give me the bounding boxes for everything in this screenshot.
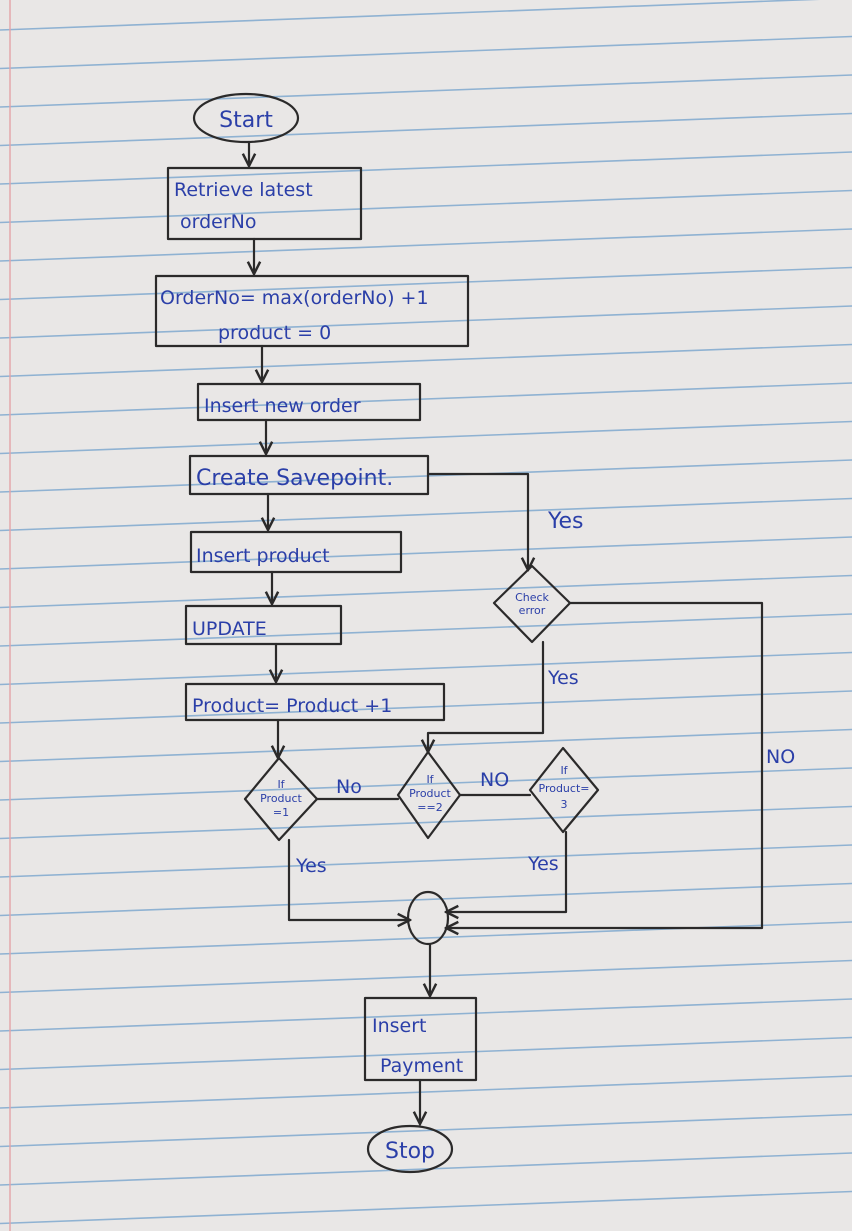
rule-line: [0, 1113, 852, 1148]
rule-line: [0, 305, 852, 339]
rule-line: [0, 805, 852, 840]
assign-label-line1: OrderNo= max(orderNo) +1: [160, 287, 429, 309]
update-process: UPDATE: [184, 604, 343, 646]
rule-line: [0, 1152, 852, 1186]
rule-line: [0, 266, 852, 301]
rule-line: [0, 35, 852, 70]
check-error-decision: Check error: [492, 564, 572, 644]
start-terminator: Start: [192, 92, 300, 144]
insert-payment-label-line1: Insert: [372, 1015, 427, 1037]
yes-label-check-top: Yes: [547, 509, 584, 534]
insert-product-process: Insert product: [189, 530, 403, 574]
rule-line: [0, 189, 852, 224]
rule-line: [0, 998, 852, 1032]
savepoint-label: Create Savepoint.: [196, 466, 393, 491]
check-error-label-line1: Check: [515, 591, 549, 604]
arrow-if1-yes-merge: [287, 838, 410, 920]
retrieve-process: Retrieve latest orderNo: [166, 166, 363, 241]
stop-terminator: Stop: [366, 1124, 454, 1174]
insert-payment-process: Insert Payment: [363, 996, 478, 1082]
arrow-check-no-merge: [446, 601, 764, 928]
if2-label-line1: If: [426, 773, 434, 786]
yes-label-if3: Yes: [527, 853, 559, 875]
increment-label: Product= Product +1: [192, 695, 392, 717]
rule-line: [0, 767, 852, 801]
rule-line: [0, 651, 852, 686]
rule-line: [0, 690, 852, 724]
retrieve-label-line2: orderNo: [180, 211, 257, 233]
insert-order-label: Insert new order: [204, 395, 361, 417]
arrow-check-yes-if2: [428, 640, 545, 752]
rule-line: [0, 497, 852, 532]
merge-connector: [406, 890, 450, 946]
rule-line: [0, 959, 852, 994]
if-product-3-decision: If Product= 3: [528, 746, 600, 834]
if3-label-line1: If: [560, 764, 568, 777]
rule-line: [0, 1190, 852, 1225]
assign-label-line2: product = 0: [218, 322, 331, 344]
yes-label-check-bottom: Yes: [547, 667, 579, 689]
insert-order-process: Insert new order: [196, 382, 422, 422]
if1-label-line1: If: [277, 778, 285, 791]
rule-line: [0, 420, 852, 455]
no-label-if2: NO: [480, 769, 509, 791]
rule-line: [0, 882, 852, 917]
if1-label-line3: =1: [273, 806, 289, 819]
yes-label-if1: Yes: [295, 855, 327, 877]
if3-label-line3: 3: [561, 798, 568, 811]
rule-line: [0, 151, 852, 185]
rule-line: [0, 112, 852, 147]
rule-line: [0, 536, 852, 570]
if3-label-line2: Product=: [539, 782, 590, 795]
if-product-2-decision: If Product ==2: [396, 750, 462, 840]
rule-line: [0, 382, 852, 416]
rule-line: [0, 74, 852, 108]
check-error-label-line2: error: [519, 604, 546, 617]
rule-line: [0, 613, 852, 647]
assign-process: OrderNo= max(orderNo) +1 product = 0: [154, 274, 470, 348]
insert-payment-label-line2: Payment: [380, 1055, 463, 1077]
rule-line: [0, 844, 852, 878]
if1-label-line2: Product: [260, 792, 302, 805]
rule-line: [0, 459, 852, 493]
insert-product-label: Insert product: [196, 545, 330, 567]
rule-line: [0, 921, 852, 955]
rule-line: [0, 343, 852, 378]
arrow-if3-yes-merge: [446, 830, 568, 912]
no-label-if1: No: [336, 776, 362, 798]
no-label-right: NO: [766, 746, 795, 768]
rule-line: [0, 0, 821, 31]
rule-line: [0, 1075, 852, 1109]
if2-label-line3: ==2: [417, 801, 442, 814]
savepoint-process: Create Savepoint.: [188, 454, 430, 496]
start-label: Start: [219, 108, 273, 133]
rule-line: [0, 1036, 852, 1071]
arrow-savepoint-check: [426, 472, 528, 570]
stop-label: Stop: [385, 1139, 435, 1164]
rule-line: [0, 228, 852, 262]
increment-process: Product= Product +1: [184, 682, 446, 722]
if2-label-line2: Product: [409, 787, 451, 800]
rule-line: [0, 574, 852, 609]
if-product-1-decision: If Product =1: [243, 756, 319, 842]
retrieve-label-line1: Retrieve latest: [174, 179, 313, 201]
update-label: UPDATE: [192, 618, 267, 640]
